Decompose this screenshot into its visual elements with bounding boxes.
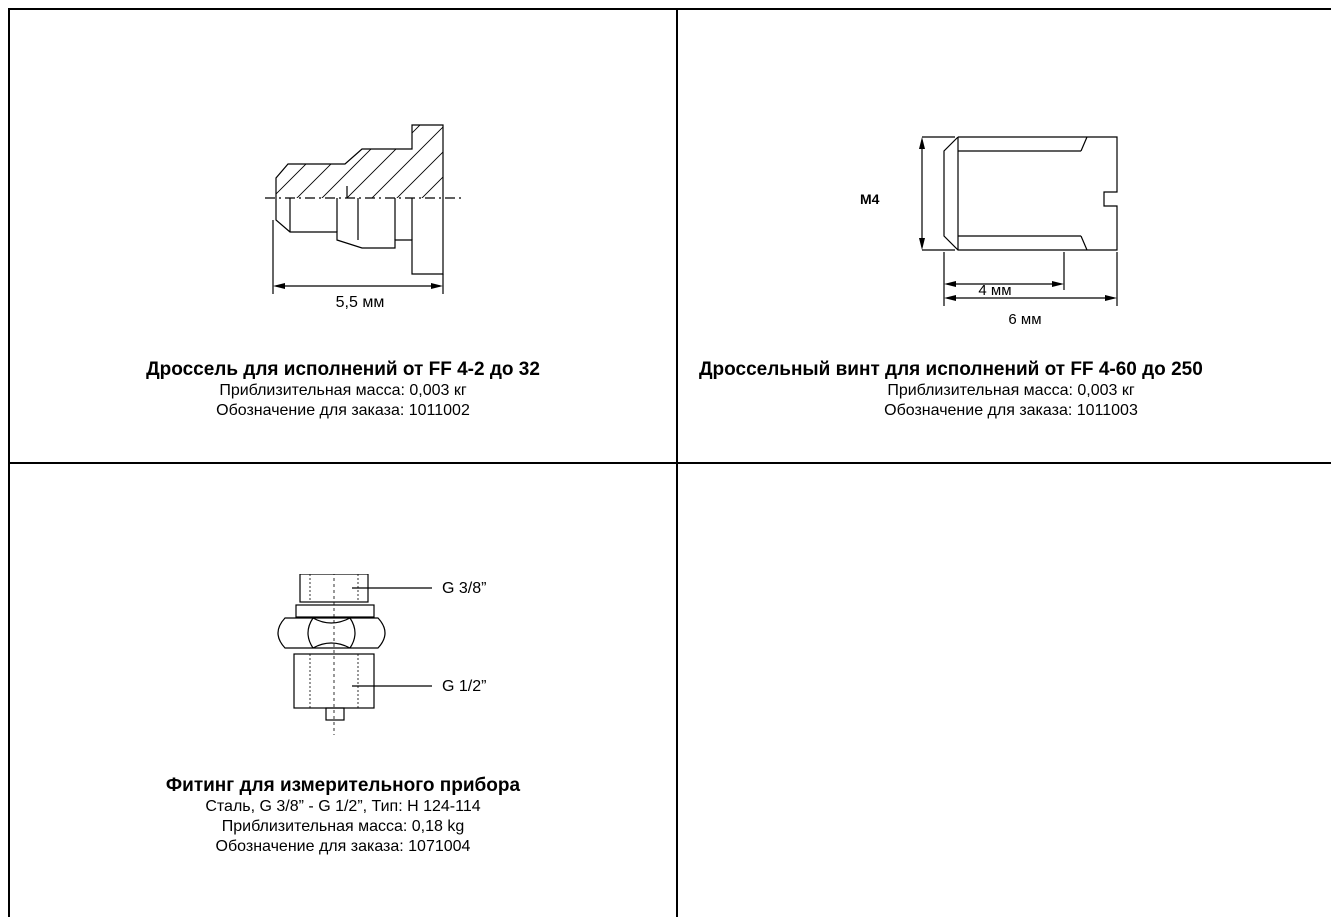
- cell-throttle: 5,5 мм Дроссель для исполнений от FF 4-2…: [10, 10, 676, 462]
- cell-throttle-screw: M4 4 мм 6 мм Дроссельный винт для исполн…: [678, 10, 1331, 462]
- throttle-screw-order-number: Обозначение для заказа: 1011003: [884, 402, 1138, 419]
- grid-top-border: [8, 8, 1331, 10]
- throttle-dimension-label: 5,5 мм: [335, 294, 385, 311]
- fitting-mass: Приблизительная масса: 0,18 kg: [221, 818, 465, 835]
- cell-gauge-fitting: G 3/8” G 1/2” Фитинг для измерительного …: [10, 464, 676, 917]
- fitting-title: Фитинг для измерительного прибора: [165, 775, 521, 796]
- gauge-fitting-drawing: [277, 574, 432, 735]
- throttle-order-number: Обозначение для заказа: 1011002: [216, 402, 470, 419]
- dimension-6mm-label: 6 мм: [1008, 311, 1042, 328]
- dimension-4mm-label: 4 мм: [978, 282, 1012, 299]
- grid-horizontal-divider: [8, 462, 1331, 464]
- fitting-order-number: Обозначение для заказа: 1071004: [215, 838, 471, 855]
- throttle-screw-title: Дроссельный винт для исполнений от FF 4-…: [699, 359, 1203, 380]
- throttle-drawing: [265, 124, 462, 294]
- throttle-title: Дроссель для исполнений от FF 4-2 до 32: [146, 359, 540, 380]
- thread-size-label: M4: [860, 191, 880, 207]
- lower-thread-label: G 1/2”: [442, 678, 487, 695]
- throttle-mass: Приблизительная масса: 0,003 кг: [219, 382, 467, 399]
- throttle-screw-drawing: [919, 136, 1118, 306]
- cell-empty: [678, 464, 1331, 917]
- throttle-screw-mass: Приблизительная масса: 0,003 кг: [887, 382, 1135, 399]
- fitting-material: Сталь, G 3/8” - G 1/2”, Тип: H 124-114: [205, 798, 481, 815]
- upper-thread-label: G 3/8”: [442, 580, 487, 597]
